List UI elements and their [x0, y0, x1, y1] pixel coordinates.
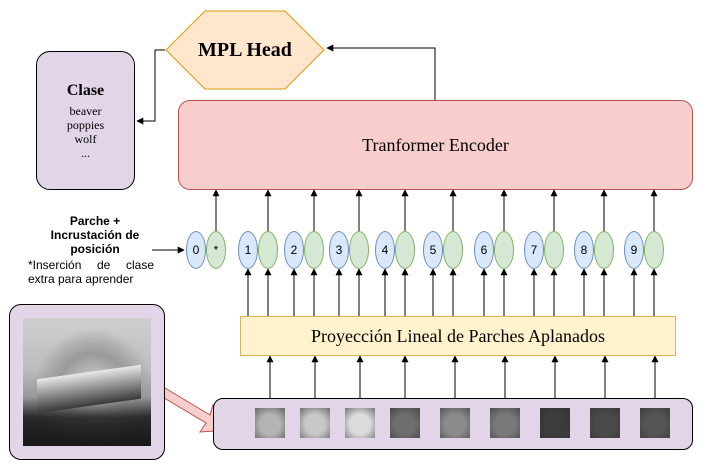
position-token-2: 2 [284, 231, 304, 269]
position-token-1: 1 [238, 231, 258, 269]
mpl-head-node: MPL Head [165, 10, 325, 90]
position-token-9: 9 [624, 231, 644, 269]
image-patch-9 [640, 408, 670, 438]
class-item: ... [81, 146, 90, 160]
image-patch-4 [390, 408, 420, 438]
class-output-box: Clase beaver poppies wolf ... [36, 51, 135, 190]
legend-title: Parche + Incrustación de posición [50, 214, 140, 256]
embedding-token-8 [594, 231, 614, 269]
embedding-token-2 [304, 231, 324, 269]
class-item: poppies [66, 118, 105, 132]
embedding-token-3 [349, 231, 369, 269]
embedding-token-0: * [206, 231, 226, 269]
embedding-token-6 [494, 231, 514, 269]
mpl-head-label: MPL Head [198, 38, 292, 61]
projection-label: Proyección Lineal de Parches Aplanados [311, 325, 605, 346]
position-token-7: 7 [524, 231, 544, 269]
image-patch-6 [490, 408, 520, 438]
image-patch-8 [590, 408, 620, 438]
embedding-token-9 [644, 231, 664, 269]
edge-encoder-to-head [326, 44, 436, 100]
position-token-8: 8 [574, 231, 594, 269]
embedding-token-5 [443, 231, 463, 269]
embedding-token-4 [395, 231, 415, 269]
input-image-frame [9, 304, 165, 460]
image-patch-2 [300, 408, 330, 438]
class-title: Clase [66, 82, 105, 99]
position-token-0: 0 [186, 231, 206, 269]
embedding-token-7 [544, 231, 564, 269]
embedding-token-1 [258, 231, 278, 269]
input-ship-image [23, 318, 151, 446]
legend-note: *Inserción de clase extra para aprender [28, 258, 154, 286]
position-token-6: 6 [474, 231, 494, 269]
image-patch-3 [345, 408, 375, 438]
position-token-4: 4 [375, 231, 395, 269]
ship-shape [37, 364, 141, 414]
image-patch-1 [255, 408, 285, 438]
linear-projection-box: Proyección Lineal de Parches Aplanados [240, 316, 676, 356]
transformer-encoder-box: Tranformer Encoder [178, 100, 693, 190]
image-patch-5 [440, 408, 470, 438]
encoder-label: Tranformer Encoder [362, 134, 509, 155]
class-item: wolf [74, 132, 97, 146]
image-patch-7 [540, 408, 570, 438]
position-token-5: 5 [423, 231, 443, 269]
position-token-3: 3 [329, 231, 349, 269]
hexagon-shape [165, 10, 325, 90]
edge-head-to-class [136, 49, 165, 125]
class-item: beaver [69, 104, 102, 118]
